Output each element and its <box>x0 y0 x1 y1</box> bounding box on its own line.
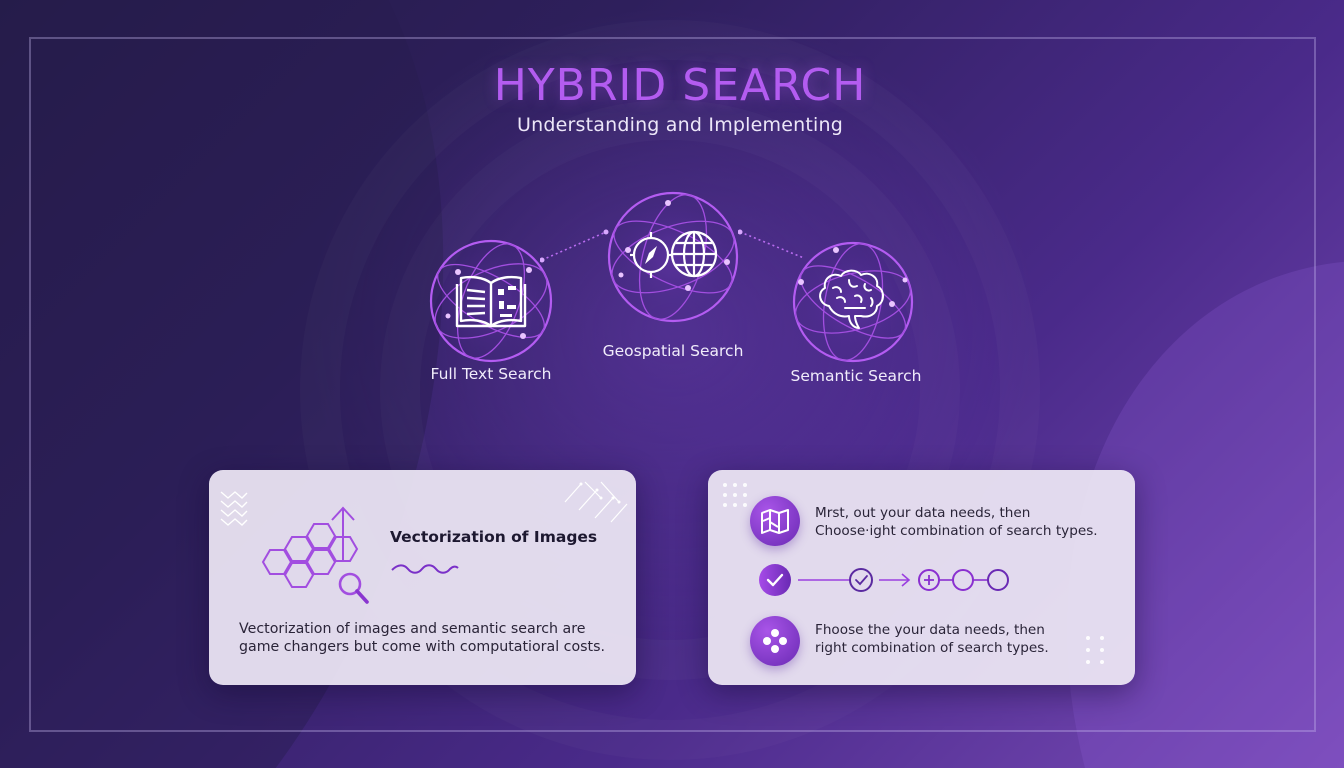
node-label-semantic: Semantic Search <box>790 367 922 385</box>
map-icon-bubble <box>750 496 800 546</box>
orb-ring-icon <box>792 241 914 363</box>
card-heading: Vectorization of Images <box>390 528 598 546</box>
card-vectorization: Vectorization of Images Vectorization of… <box>209 470 636 685</box>
progress-track-icon <box>759 564 1009 596</box>
step-text-1: Mrst, out your data needs, then Choose·i… <box>815 504 1125 540</box>
globe-icon <box>670 230 718 278</box>
connector-dotted-left <box>540 229 609 263</box>
brain-icon <box>819 269 884 329</box>
dot-grid-decoration-icon <box>723 483 747 507</box>
dots-cluster-icon-bubble <box>750 616 800 666</box>
squiggle-underline-icon <box>391 564 459 574</box>
diagonal-pattern-decoration-icon <box>564 481 628 523</box>
card-description: Vectorization of images and semantic sea… <box>239 621 605 655</box>
step-text-2: Fhoose the your data needs, then right c… <box>815 621 1125 657</box>
dots-cluster-icon <box>763 629 787 653</box>
page-subtitle: Understanding and Implementing <box>516 114 844 136</box>
hexagon-cluster-search-icon <box>261 506 369 604</box>
dot-grid-decoration-icon <box>1086 636 1104 664</box>
step-text-2-line-1: Fhoose the your data needs, then <box>815 622 1045 638</box>
step-text-2-line-2: right combination of search types. <box>815 640 1049 656</box>
connector-dotted-right <box>738 229 805 259</box>
step-text-1-line-1: Mrst, out your data needs, then <box>815 505 1031 521</box>
node-label-geospatial: Geospatial Search <box>602 342 744 360</box>
decorative-frame <box>29 37 1316 732</box>
card-steps: Mrst, out your data needs, then Choose·i… <box>708 470 1135 685</box>
open-book-icon <box>455 275 527 328</box>
map-icon <box>761 509 789 534</box>
node-label-full-text: Full Text Search <box>430 365 552 383</box>
compass-icon <box>630 232 672 278</box>
wave-lines-decoration-icon <box>220 491 248 526</box>
page-title: HYBRID SEARCH <box>493 60 867 111</box>
step-text-1-line-2: Choose·ight combination of search types. <box>815 523 1098 539</box>
